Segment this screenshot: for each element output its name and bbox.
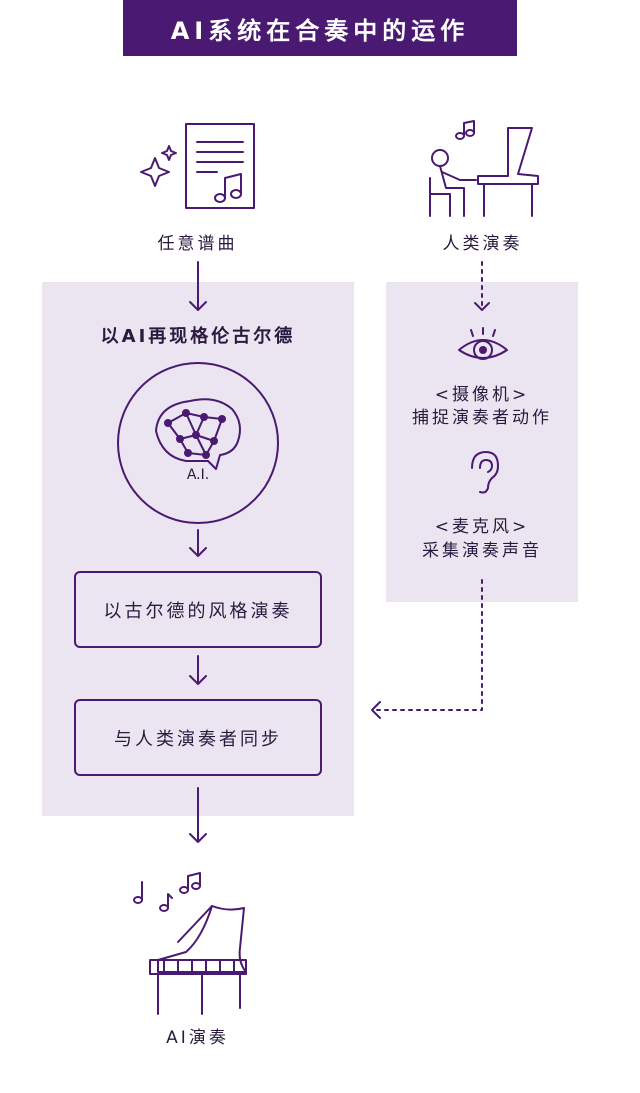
eye-icon <box>458 327 508 360</box>
arrow-down-icon <box>189 261 207 311</box>
arrow-down-icon <box>189 529 207 557</box>
human-pianist-icon <box>429 120 539 217</box>
grand-piano-icon <box>133 872 247 1015</box>
arrow-down-icon <box>189 787 207 843</box>
mic-description: 采集演奏声音 <box>422 541 542 561</box>
ai-label: A.I. <box>186 467 210 483</box>
sensor-panel <box>386 282 578 602</box>
mic-title: <麦克风> <box>434 517 530 537</box>
gould-style-step: 以古尔德的风格演奏 <box>74 571 322 648</box>
dotted-arrow-down-icon <box>474 261 490 311</box>
sheet-music-label: 任意谱曲 <box>157 234 238 254</box>
sheet-music-icon <box>140 123 255 209</box>
camera-title: <摄像机> <box>434 385 530 405</box>
ai-performance-label: AI演奏 <box>166 1028 229 1048</box>
ear-icon <box>471 451 499 494</box>
title-banner: AI系统在合奏中的运作 <box>123 0 517 56</box>
human-performance-label: 人类演奏 <box>442 234 523 254</box>
sync-step: 与人类演奏者同步 <box>74 699 322 776</box>
ai-brain-icon <box>117 362 279 524</box>
arrow-down-icon <box>189 655 207 685</box>
camera-description: 捕捉演奏者动作 <box>412 408 552 428</box>
ai-panel-title: 以AI再现格伦古尔德 <box>100 326 296 347</box>
dotted-feedback-arrow <box>371 579 483 719</box>
